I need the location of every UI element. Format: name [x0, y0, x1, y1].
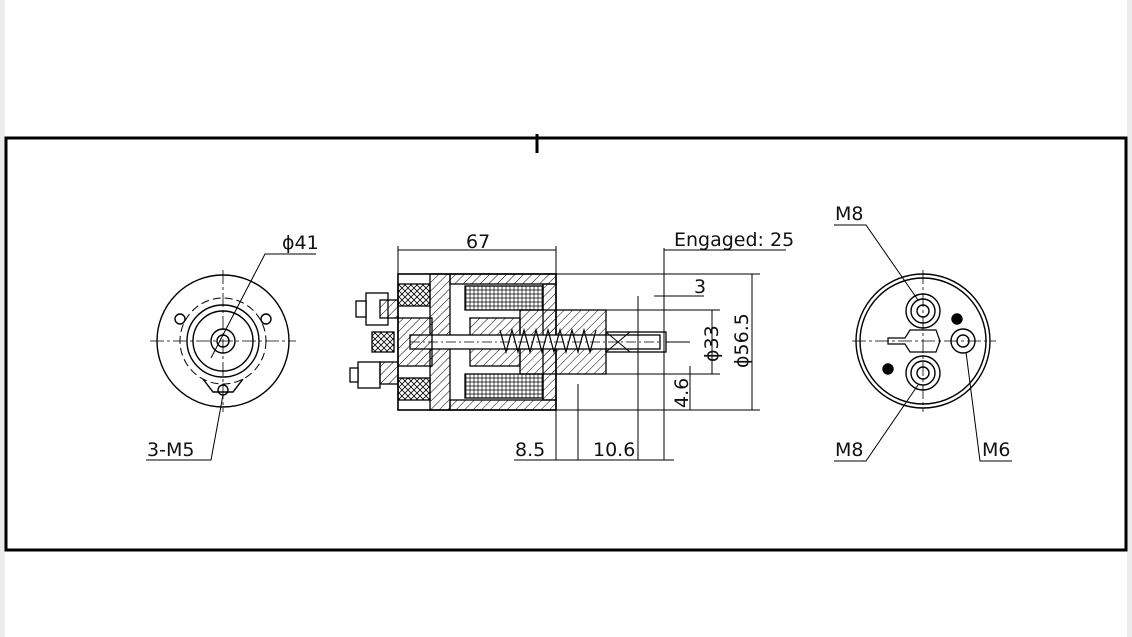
length-label: 67 — [466, 231, 490, 253]
engaged-label: Engaged: 25 — [674, 229, 794, 251]
rear-view — [834, 224, 1012, 462]
page-edge-right — [1127, 0, 1132, 637]
drawing-frame — [4, 134, 1128, 552]
dim-a-label: 8.5 — [515, 439, 545, 461]
rear-m6-label: M6 — [982, 439, 1010, 461]
section-view — [349, 246, 786, 461]
outer-diameter-label: ϕ56.5 — [731, 313, 753, 368]
rear-bottom-m8-label: M8 — [835, 439, 863, 461]
dim-b-label: 10.6 — [593, 439, 635, 461]
front-diameter-label: ϕ41 — [282, 232, 319, 254]
bore-label: ϕ33 — [701, 325, 723, 362]
front-view — [146, 253, 316, 461]
rear-top-m8-label: M8 — [835, 203, 863, 225]
offset-label: 3 — [694, 276, 706, 298]
front-holes-label: 3-M5 — [147, 439, 194, 461]
small-offset-label: 4.6 — [671, 378, 693, 408]
page-edge-left — [0, 0, 5, 637]
